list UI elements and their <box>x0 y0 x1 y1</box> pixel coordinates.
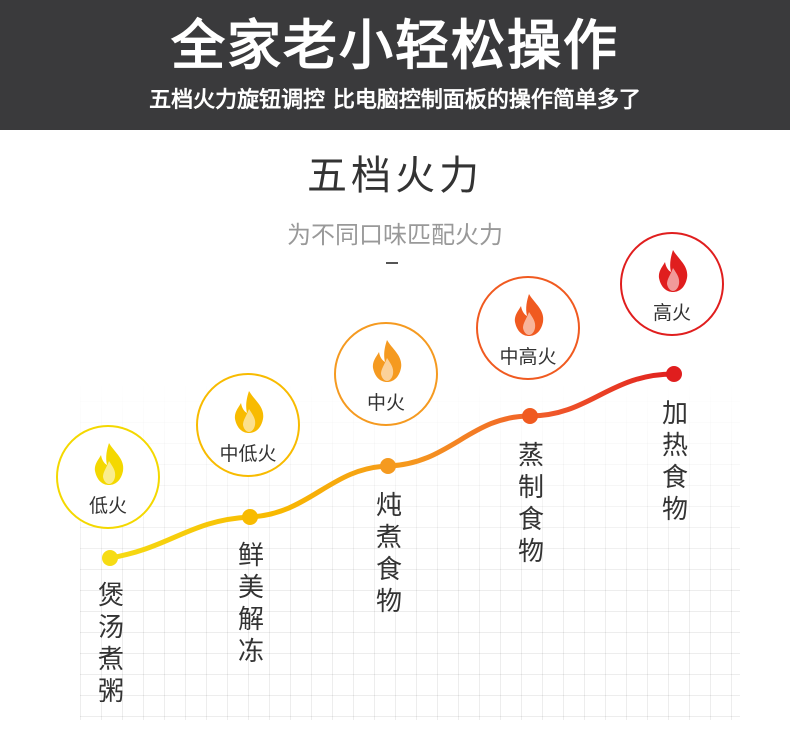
level-badge-medium: 中火 <box>334 322 438 426</box>
flame-icon <box>94 443 124 485</box>
section-title: 五档火力 <box>307 153 483 199</box>
background-grid <box>80 380 740 720</box>
level-point-3 <box>380 458 396 474</box>
level-point-2 <box>242 509 258 525</box>
flame-icon <box>372 340 402 382</box>
level-label: 中低火 <box>219 443 277 465</box>
level-label: 中高火 <box>499 346 557 368</box>
header-banner: 全家老小轻松操作 五档火力旋钮调控 比电脑控制面板的操作简单多了 <box>0 0 790 130</box>
level-point-1 <box>102 550 118 566</box>
level-label: 低火 <box>88 495 127 517</box>
flame-icon <box>234 391 264 433</box>
level-badge-medium-high: 中高火 <box>476 276 580 380</box>
banner-title: 全家老小轻松操作 <box>171 14 619 77</box>
level-point-4 <box>522 408 538 424</box>
use-label-medium: 炖煮食物 <box>375 491 402 617</box>
use-label-low: 煲汤煮粥 <box>97 581 124 707</box>
banner-subtitle: 五档火力旋钮调控 比电脑控制面板的操作简单多了 <box>149 88 641 113</box>
use-label-medium-low: 鲜美解冻 <box>237 541 264 667</box>
level-label: 中火 <box>366 392 405 414</box>
level-badge-low: 低火 <box>56 425 160 529</box>
level-badge-high: 高火 <box>620 232 724 336</box>
section-subtitle: 为不同口味匹配火力 <box>287 221 503 249</box>
level-badge-medium-low: 中低火 <box>196 373 300 477</box>
flame-icon <box>658 250 688 292</box>
level-label: 高火 <box>652 302 691 324</box>
flame-icon <box>514 294 544 336</box>
use-label-medium-high: 蒸制食物 <box>517 441 544 567</box>
level-point-5 <box>666 366 682 382</box>
use-label-high: 加热食物 <box>661 399 688 525</box>
divider-dash <box>386 262 398 264</box>
